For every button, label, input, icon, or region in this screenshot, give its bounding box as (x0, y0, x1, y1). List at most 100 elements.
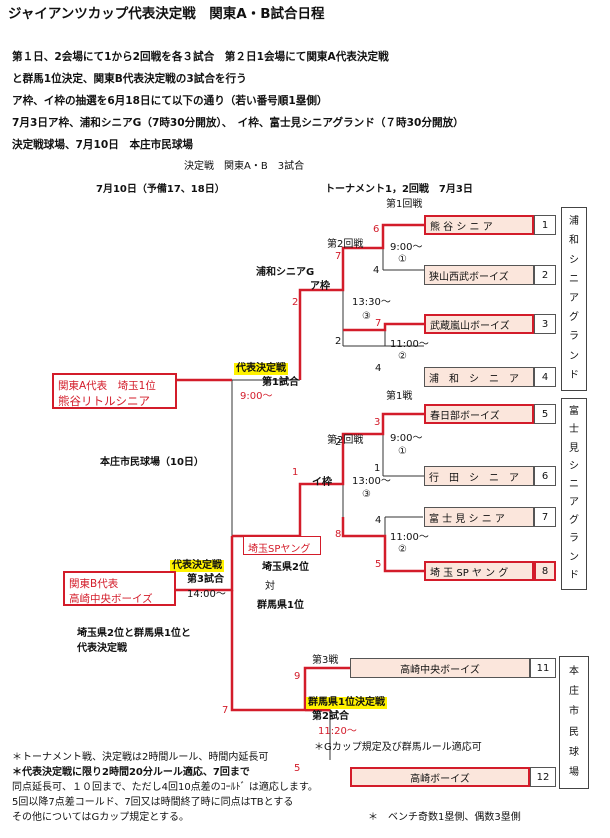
team-num: 6 (534, 466, 556, 486)
venue-char: ド (569, 569, 579, 581)
venue-char: 見 (569, 442, 579, 454)
team-num: 8 (534, 561, 556, 581)
venue-char: 富 (569, 406, 579, 418)
sp-box: 埼玉SPヤング (243, 536, 321, 555)
venue-char: ア (569, 497, 579, 509)
score: 4 (375, 363, 382, 374)
final1-winner-box: 関東A代表 埼玉1位 熊谷リトルシニア (52, 373, 177, 409)
venue-char: ラ (569, 533, 579, 545)
vs-label: 対 (265, 581, 275, 592)
footnote: ＊トーナメント戦、決定戦は2時間ルール、時間内延長可 (12, 752, 269, 763)
team-2: 狭山西武ボーイズ (424, 265, 534, 285)
final3-label: 代表決定戦 (170, 560, 224, 572)
final1-winner-title: 関東A代表 埼玉1位 (58, 380, 156, 392)
game-time: 13:30～ (352, 297, 391, 308)
score: 5 (375, 559, 382, 570)
team-num: 2 (534, 265, 556, 285)
sp-box-label: 埼玉SPヤング (248, 544, 311, 555)
game-number: ② (398, 544, 407, 555)
team-num: 3 (534, 314, 556, 334)
team-12: 高崎ボーイズ (350, 767, 530, 787)
score: 4 (373, 265, 380, 276)
team-num: 7 (534, 507, 556, 527)
footnote: ＊代表決定戦に限り2時間20分ルール適応、7回まで (12, 767, 250, 778)
final2-game: 第2試合 (312, 711, 349, 722)
team-num: 11 (530, 658, 556, 678)
venue-char: 民 (569, 726, 579, 738)
venue-char: 球 (569, 746, 579, 758)
game-number: ③ (362, 489, 371, 500)
team-1: 熊 谷 シ ニ ア (424, 215, 534, 235)
venue-char: 庄 (569, 686, 579, 698)
intro-line: ア枠、イ枠の抽選を6月18日にて以下の通り（若い番号順1塁側） (12, 95, 328, 107)
score: 5 (294, 763, 301, 774)
score: 2 (335, 336, 342, 347)
game-time: 9:00～ (390, 433, 423, 444)
venue-note: 本庄市民球場（10日） (100, 457, 204, 468)
venue-char: ア (569, 292, 579, 304)
venue-char: 市 (569, 706, 579, 718)
venue-char: ン (569, 551, 579, 563)
team-6: 行 田 シ ニ ア (424, 466, 534, 486)
team-num: 12 (530, 767, 556, 787)
header-right: トーナメント1，2回戦 7月3日 (325, 184, 473, 195)
team-3: 武蔵嵐山ボーイズ (424, 314, 534, 334)
venue-char: グ (569, 515, 579, 527)
final2-time: 11:20～ (318, 726, 357, 737)
venue-char: 和 (569, 235, 579, 247)
venue-char: 場 (569, 766, 579, 778)
footnote: その他についてはGカップ規定とする。 (12, 812, 189, 823)
team-num: 5 (534, 404, 556, 424)
final2-label: 群馬県1位決定戦 (306, 697, 387, 709)
score: 4 (375, 515, 382, 526)
venue-vertical-a: 浦 和 シ ニ ア グ ラ ン ド (561, 207, 587, 391)
footnote: 5回以降7点差コールド、7回又は時間終了時に同点はTBとする (12, 797, 294, 808)
team-num: 1 (534, 215, 556, 235)
score: 1 (292, 467, 299, 478)
round1-label-i: 第1戦 (386, 391, 413, 402)
team-8: 埼 玉 SP ヤ ン グ (424, 561, 534, 581)
intro-line: 決定戦球場、7月10日 本庄市民球場 (12, 139, 194, 151)
venue-char: ニ (569, 273, 579, 285)
header-left: 7月10日（予備17、18日） (96, 184, 225, 195)
footnote: 同点延長可、１０回まで、ただし4回10点差のｺｰﾙﾄﾞ は適応します。 (12, 782, 318, 793)
bench-note: ＊ ベンチ奇数1塁側、偶数3塁側 (368, 812, 521, 823)
intro-line: と群馬1位決定、関東B代表決定戦の3試合を行う (12, 73, 247, 85)
game-number: ① (398, 254, 407, 265)
venue-label-a: 浦和シニアG (256, 267, 315, 278)
final3-winner-title: 関東B代表 (69, 578, 119, 590)
header-center: 決定戦 関東A・B 3試合 (184, 161, 305, 172)
final3-time: 14:00～ (187, 589, 226, 600)
score: 2 (335, 437, 342, 448)
score: 1 (374, 463, 381, 474)
game-number: ③ (362, 311, 371, 322)
team-7: 富 士 見 シ ニ ア (424, 507, 534, 527)
team-4: 浦 和 シ ニ ア (424, 367, 534, 387)
page-title: ジャイアンツカップ代表決定戦 関東A・B試合日程 (8, 6, 325, 22)
final2-rule: ＊Gカップ規定及び群馬ルール適応可 (314, 742, 482, 753)
score: 8 (335, 529, 342, 540)
team-num: 4 (534, 367, 556, 387)
saitama-2: 埼玉県2位 (262, 562, 309, 573)
round2-label-i: 第2回戦 (327, 435, 364, 446)
venue-char: ラ (569, 331, 579, 343)
venue-char: シ (569, 460, 579, 472)
venue-char: ド (569, 369, 579, 381)
game-time: 9:00～ (390, 242, 423, 253)
venue-char: 士 (569, 424, 579, 436)
gunma-1: 群馬県1位 (257, 600, 304, 611)
final3-winner-box: 関東B代表 高崎中央ボーイズ (63, 571, 176, 606)
intro-line: 7月3日ア枠、浦和シニアG（7時30分開放）、 イ枠、富士見シニアグランド（７時… (12, 117, 464, 129)
score: 2 (292, 297, 299, 308)
final1-label: 代表決定戦 (234, 363, 288, 375)
final1-winner-team: 熊谷リトルシニア (58, 394, 150, 408)
intro-line: 第１日、2会場にて1から2回戦を各３試合 第２日1会場にて関東A代表決定戦 (12, 51, 389, 63)
venue-char: 浦 (569, 216, 579, 228)
final2-round: 第3戦 (312, 655, 339, 666)
team-5: 春日部ボーイズ (424, 404, 534, 424)
score: 9 (294, 671, 301, 682)
final1-time: 9:00～ (240, 391, 273, 402)
final3-note: 代表決定戦 (77, 643, 127, 654)
slot-label-i: イ枠 (312, 477, 332, 488)
